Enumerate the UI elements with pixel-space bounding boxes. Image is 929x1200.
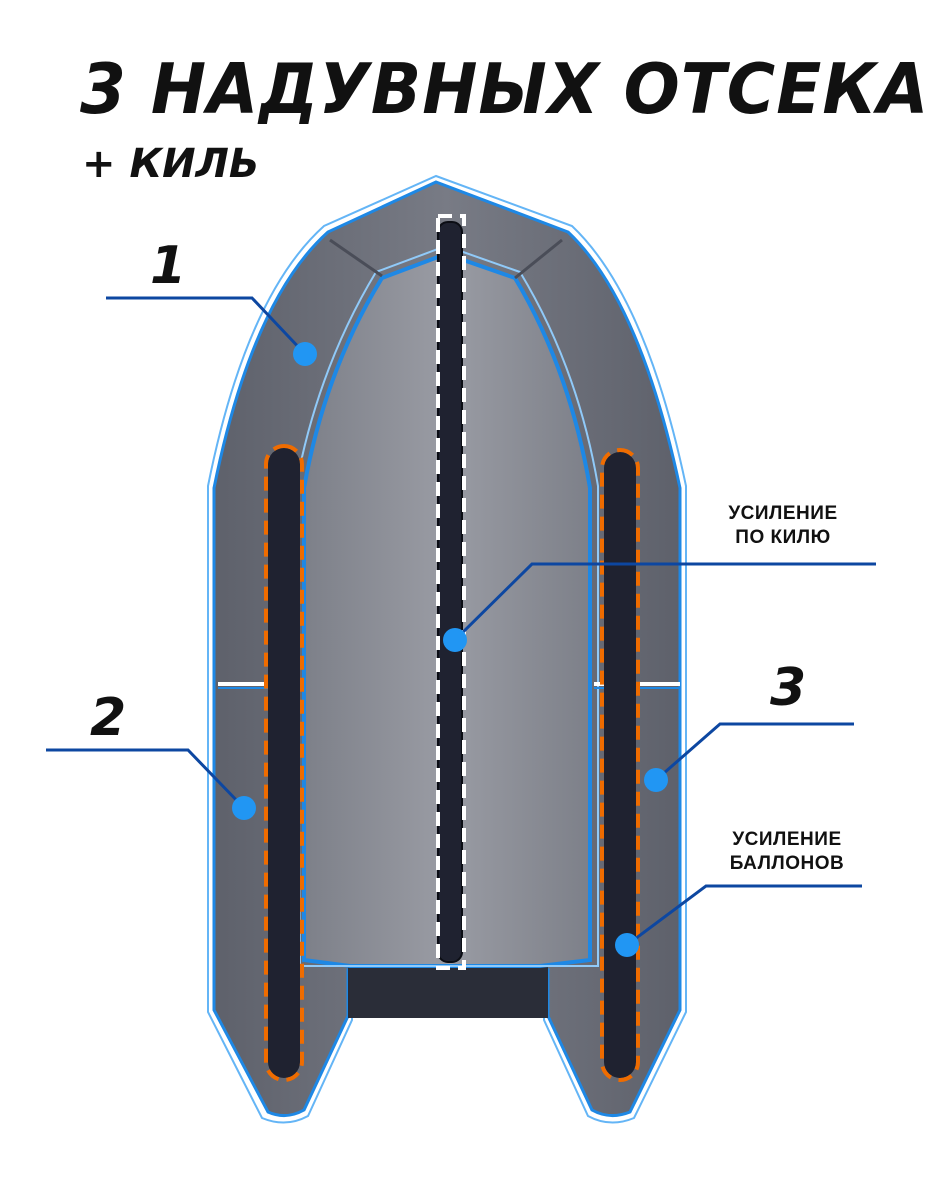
tube-reinforcement-left-outline bbox=[264, 444, 304, 1082]
page-title: 3 НАДУВНЫХ ОТСЕКА bbox=[80, 49, 929, 130]
marker-compartment-2 bbox=[232, 796, 256, 820]
callout-keel-line2: ПО КИЛЮ bbox=[735, 527, 831, 548]
leader-line-2 bbox=[46, 748, 246, 810]
boat-diagram bbox=[46, 174, 876, 1124]
compartment-number-2: 2 bbox=[90, 688, 127, 748]
compartment-number-1: 1 bbox=[150, 236, 187, 296]
keel-dashed-outline bbox=[436, 214, 466, 970]
tube-reinforcement-right bbox=[604, 452, 636, 1078]
callout-tubes-line1: УСИЛЕНИЕ bbox=[732, 829, 842, 850]
bow-seam bbox=[329, 238, 563, 280]
marker-keel bbox=[443, 628, 467, 652]
page-subtitle: + КИЛЬ bbox=[82, 141, 260, 187]
tube-reinforcement-left bbox=[268, 448, 300, 1078]
keel bbox=[437, 221, 463, 963]
leader-line-tubes bbox=[626, 884, 862, 947]
transom bbox=[348, 962, 548, 1018]
tube-reinforcement-right-outline bbox=[600, 448, 640, 1082]
leader-line-keel bbox=[453, 562, 876, 642]
callout-keel-reinforcement: УСИЛЕНИЕ ПО КИЛЮ bbox=[700, 502, 866, 550]
marker-compartment-3 bbox=[644, 768, 668, 792]
marker-compartment-1 bbox=[293, 342, 317, 366]
callout-tube-reinforcement: УСИЛЕНИЕ БАЛЛОНОВ bbox=[702, 828, 872, 876]
leader-line-1 bbox=[106, 296, 307, 356]
callout-tubes-line2: БАЛЛОНОВ bbox=[729, 853, 845, 874]
compartment-number-3: 3 bbox=[770, 658, 807, 718]
callout-keel-line1: УСИЛЕНИЕ bbox=[728, 503, 838, 524]
leader-line-3 bbox=[655, 722, 854, 782]
marker-tube-reinforcement bbox=[615, 933, 639, 957]
